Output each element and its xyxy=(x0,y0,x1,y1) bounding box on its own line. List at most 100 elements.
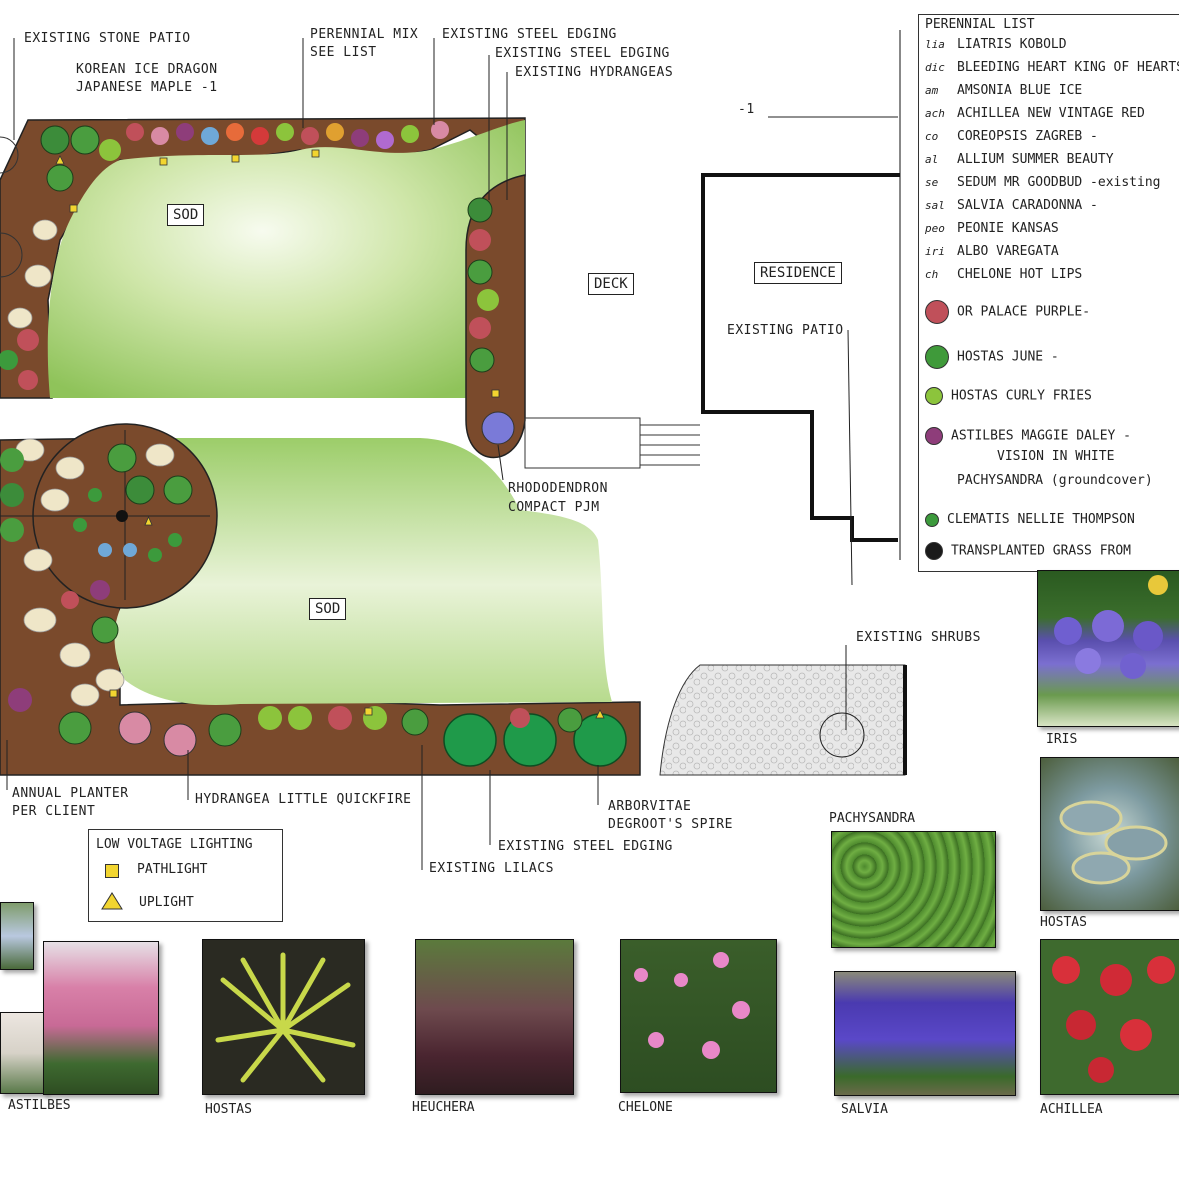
photo-iris xyxy=(1037,570,1179,727)
symbol-legend-item: PACHYSANDRA (groundcover) xyxy=(925,473,1153,488)
caption-hostas: HOSTAS xyxy=(205,1102,252,1117)
symbol-label: OR PALACE PURPLE- xyxy=(957,304,1091,320)
plant-symbol-icon xyxy=(925,451,949,463)
deck-steps xyxy=(524,417,700,469)
symbol-label: VISION IN WHITE xyxy=(997,449,1115,464)
perennial-code: ach xyxy=(925,107,945,120)
existing-shrubs-area xyxy=(659,664,906,776)
symbol-label: HOSTAS CURLY FRIES xyxy=(951,388,1092,404)
photo-astilbes-small-2 xyxy=(0,1012,46,1094)
caption-astilbes: ASTILBES xyxy=(8,1098,71,1113)
callout-existing-patio: EXISTING PATIO xyxy=(727,323,844,338)
symbol-legend-item: HOSTAS JUNE - xyxy=(925,345,1059,369)
symbol-legend-item: TRANSPLANTED GRASS FROM xyxy=(925,542,1131,560)
caption-heuchera: HEUCHERA xyxy=(412,1100,475,1115)
plant-symbol-icon xyxy=(925,475,949,487)
top-sod xyxy=(47,120,526,398)
callout-steel-edging-2: EXISTING STEEL EDGING xyxy=(495,46,670,61)
callout-rhododendron-2: COMPACT PJM xyxy=(508,500,600,515)
perennial-name: SALVIA CARADONNA - xyxy=(957,198,1098,213)
caption-pachysandra: PACHYSANDRA xyxy=(829,811,916,826)
lighting-legend: LOW VOLTAGE LIGHTING PATHLIGHT UPLIGHT xyxy=(88,829,283,922)
caption-salvia: SALVIA xyxy=(841,1102,888,1117)
perennial-code: sal xyxy=(925,199,945,212)
symbol-legend-item: VISION IN WHITE xyxy=(925,449,1114,464)
pathlight-icon xyxy=(105,864,119,878)
perennial-code: iri xyxy=(925,245,945,258)
symbol-label: PACHYSANDRA (groundcover) xyxy=(957,473,1153,488)
callout-dash-one: -1 xyxy=(738,102,755,117)
perennial-code: al xyxy=(925,153,939,166)
perennial-list-title: PERENNIAL LIST xyxy=(925,17,1035,32)
perennial-name: AMSONIA BLUE ICE xyxy=(957,83,1083,98)
photo-achillea xyxy=(1040,939,1179,1095)
plant-symbol-icon xyxy=(925,300,949,324)
perennial-code: peo xyxy=(925,222,945,235)
caption-iris: IRIS xyxy=(1046,732,1078,747)
plant-symbol-icon xyxy=(925,427,943,445)
symbol-legend-item: CLEMATIS NELLIE THOMPSON xyxy=(925,512,1135,527)
photo-chelone xyxy=(620,939,777,1093)
perennial-name: ALLIUM SUMMER BEAUTY xyxy=(957,152,1114,167)
area-label-sod-top: SOD xyxy=(167,204,205,226)
uplight-label: UPLIGHT xyxy=(139,895,194,910)
lighting-title: LOW VOLTAGE LIGHTING xyxy=(96,837,253,852)
pathlight-label: PATHLIGHT xyxy=(137,862,208,877)
photo-salvia xyxy=(834,971,1016,1096)
caption-achillea: ACHILLEA xyxy=(1040,1102,1103,1117)
perennial-code: se xyxy=(925,176,939,189)
perennial-name: ACHILLEA NEW VINTAGE RED xyxy=(957,106,1145,121)
callout-rhododendron-1: RHODODENDRON xyxy=(508,481,608,496)
perennial-name: PEONIE KANSAS xyxy=(957,221,1059,236)
plant-symbol-icon xyxy=(925,512,939,527)
perennial-list-item: al ALLIUM SUMMER BEAUTY xyxy=(925,152,1114,167)
bottom-bed-plants xyxy=(0,443,627,767)
perennial-name: LIATRIS KOBOLD xyxy=(957,37,1067,52)
symbol-label: HOSTAS JUNE - xyxy=(957,349,1059,365)
existing-stone-patio xyxy=(0,136,23,278)
perennial-list-item: ach ACHILLEA NEW VINTAGE RED xyxy=(925,106,1145,121)
symbol-label: CLEMATIS NELLIE THOMPSON xyxy=(947,512,1135,527)
photo-hostas-right xyxy=(1040,757,1179,911)
bottom-sod xyxy=(114,438,613,705)
symbol-legend-item: HOSTAS CURLY FRIES xyxy=(925,387,1092,405)
residence-outline xyxy=(701,30,901,560)
area-label-deck: DECK xyxy=(588,273,634,295)
caption-hostas-right: HOSTAS xyxy=(1040,915,1087,930)
photo-heuchera xyxy=(415,939,574,1095)
callout-perennial-line-1: PERENNIAL MIX xyxy=(310,27,419,42)
callout-arborvitae-1: ARBORVITAE xyxy=(608,799,692,814)
perennial-list-item: sal SALVIA CARADONNA - xyxy=(925,198,1098,213)
photo-pachysandra xyxy=(831,831,996,948)
leader-lines xyxy=(6,38,898,870)
plant-symbol-icon xyxy=(925,542,943,560)
callout-steel-edging-3: EXISTING STEEL EDGING xyxy=(498,839,673,854)
uplight-icon xyxy=(101,892,123,910)
top-bed-plants xyxy=(0,121,515,445)
callout-maple-line-2: JAPANESE MAPLE -1 xyxy=(76,80,218,95)
callout-maple-line-1: KOREAN ICE DRAGON xyxy=(76,62,218,77)
callout-existing-shrubs: EXISTING SHRUBS xyxy=(856,630,981,645)
callout-existing-stone-patio: EXISTING STONE PATIO xyxy=(24,31,191,46)
callout-hydrangea-little-quickfire: HYDRANGEA LITTLE QUICKFIRE xyxy=(195,792,412,807)
perennial-name: COREOPSIS ZAGREB - xyxy=(957,129,1098,144)
symbol-label: TRANSPLANTED GRASS FROM xyxy=(951,543,1132,559)
perennial-code: dic xyxy=(925,61,945,74)
symbol-legend-item: ASTILBES MAGGIE DALEY - xyxy=(925,427,1131,445)
perennial-name: CHELONE HOT LIPS xyxy=(957,267,1083,282)
callout-steel-edging-1: EXISTING STEEL EDGING xyxy=(442,27,617,42)
symbol-legend-item: OR PALACE PURPLE- xyxy=(925,300,1090,324)
callout-existing-lilacs: EXISTING LILACS xyxy=(429,861,554,876)
area-label-residence: RESIDENCE xyxy=(754,262,842,284)
plant-symbol-icon xyxy=(925,387,943,405)
perennial-list-item: peo PEONIE KANSAS xyxy=(925,221,1059,236)
callout-arborvitae-2: DEGROOT'S SPIRE xyxy=(608,817,733,832)
